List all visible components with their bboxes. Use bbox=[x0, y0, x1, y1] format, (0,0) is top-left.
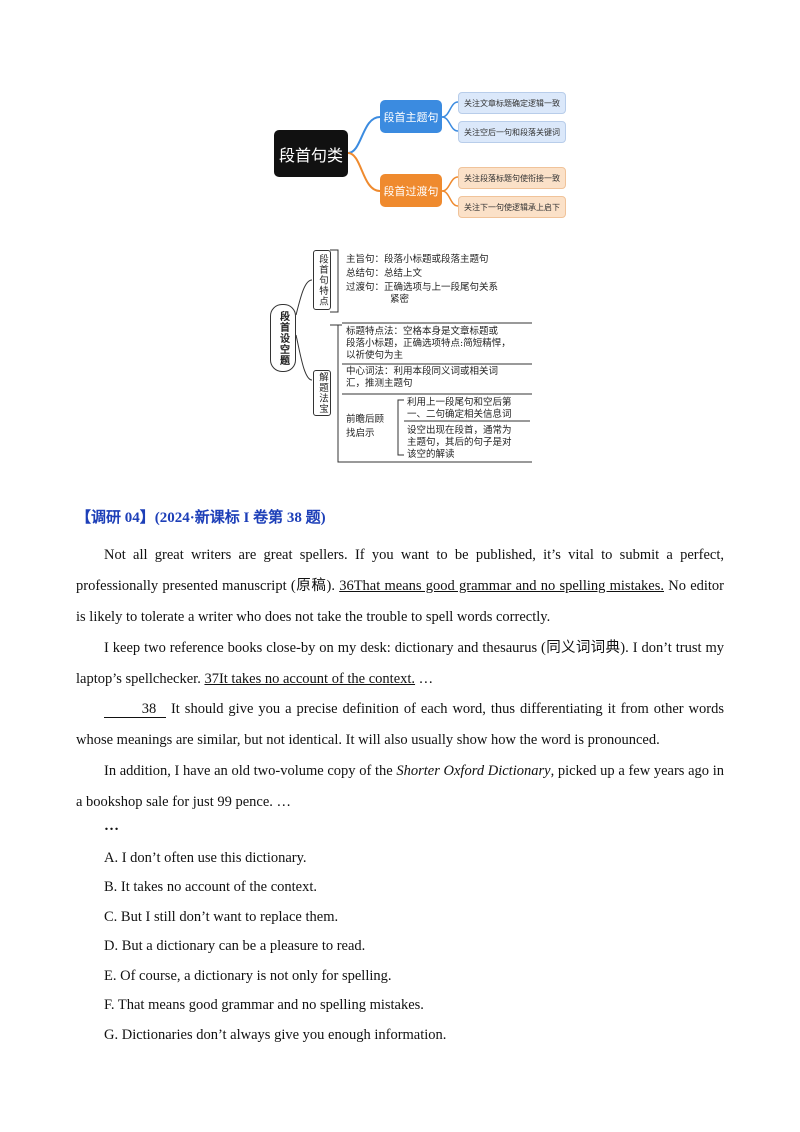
paragraph-text: , picked up a few years ago in a booksho… bbox=[76, 763, 724, 810]
mindmap1-root: 段首句类 bbox=[274, 130, 348, 177]
book-title: Shorter Oxford Dictionary bbox=[396, 763, 551, 779]
paragraph-1: Not all great writers are great spellers… bbox=[76, 540, 724, 633]
method-item: 标题特点法：空格本身是文章标题或 bbox=[346, 326, 499, 337]
subgroup-item: 一、二句确定相关信息词 bbox=[407, 409, 512, 420]
answer-36: 36That means good grammar and no spellin… bbox=[339, 578, 664, 594]
answer-37: 37It takes no account of the context. bbox=[204, 671, 416, 687]
question-heading: 【调研 04】(2024·新课标 I 卷第 38 题) bbox=[76, 510, 326, 526]
feature-item: 总结句：总结上文 bbox=[346, 268, 423, 279]
method-item: 以祈使句为主 bbox=[346, 350, 404, 361]
option-a: A. I don’t often use this dictionary. bbox=[104, 850, 307, 866]
mindmap1-leaf: 关注空后一句和段落关键词 bbox=[458, 121, 566, 143]
ellipsis: … bbox=[104, 818, 119, 834]
method-item: 段落小标题，正确选项特点:简短精悍， bbox=[346, 338, 511, 349]
mindmap1-leaf: 关注下一句使逻辑承上启下 bbox=[458, 196, 566, 218]
subgroup-item: 利用上一段尾句和空后第 bbox=[407, 397, 512, 408]
paragraph-text: In addition, I have an old two-volume co… bbox=[104, 763, 397, 779]
mindmap1-leaf: 关注段落标题句使衔接一致 bbox=[458, 167, 566, 189]
method-item: 汇，推测主题句 bbox=[346, 378, 413, 389]
paragraph-2: I keep two reference books close-by on m… bbox=[76, 633, 724, 695]
paragraph-4: In addition, I have an old two-volume co… bbox=[76, 756, 724, 818]
subgroup-item: 设空出现在段首，通常为 bbox=[407, 425, 512, 436]
option-g: G. Dictionaries don’t always give you en… bbox=[104, 1027, 447, 1043]
paragraph-text: No editor is likely to tolerate a writer… bbox=[76, 578, 725, 625]
option-c: C. But I still don’t want to replace the… bbox=[104, 909, 339, 925]
paragraph-3: 38 It should give you a precise definiti… bbox=[76, 694, 724, 756]
subgroup-label: 找启示 bbox=[346, 428, 375, 439]
feature-item: 过渡句：正确选项与上一段尾句关系 bbox=[346, 282, 499, 293]
mindmap1-connectors bbox=[347, 101, 459, 207]
feature-item: 紧密 bbox=[390, 294, 410, 305]
mindmap2-connectors bbox=[295, 249, 532, 463]
option-b: B. It takes no account of the context. bbox=[104, 879, 318, 895]
blank-38: 38 bbox=[104, 702, 166, 718]
mindmap1-leaf: 关注文章标题确定逻辑一致 bbox=[458, 92, 566, 114]
option-d: D. But a dictionary can be a pleasure to… bbox=[104, 938, 366, 954]
feature-item: 主旨句：段落小标题或段落主题句 bbox=[346, 254, 489, 265]
mindmap2-root: 段首设空题 bbox=[270, 304, 296, 372]
method-item: 中心词法：利用本段同义词或相关词 bbox=[346, 366, 499, 377]
paragraph-text: It should give you a precise definition … bbox=[76, 701, 724, 748]
paragraph-text: I keep two reference books close-by on m… bbox=[76, 640, 724, 687]
option-f: F. That means good grammar and no spelli… bbox=[104, 997, 424, 1013]
subgroup-label: 前瞻后顾 bbox=[346, 414, 385, 425]
mindmap2-features-label: 段首句特点 bbox=[313, 250, 331, 310]
mindmap1-branch-topic: 段首主题句 bbox=[380, 100, 442, 133]
mindmap2-methods-label: 解题法宝 bbox=[313, 370, 331, 416]
subgroup-item: 该空的解读 bbox=[407, 449, 455, 460]
subgroup-item: 主题句，其后的句子是对 bbox=[407, 437, 512, 448]
option-e: E. Of course, a dictionary is not only f… bbox=[104, 968, 392, 984]
paragraph-text: Not all great writers are great spellers… bbox=[76, 547, 724, 594]
paragraph-text: … bbox=[415, 671, 434, 687]
mindmap1-branch-transition: 段首过渡句 bbox=[380, 174, 442, 207]
